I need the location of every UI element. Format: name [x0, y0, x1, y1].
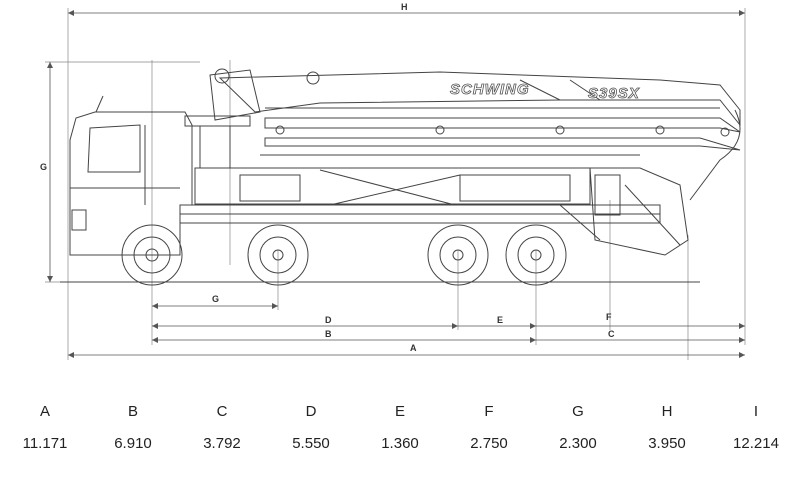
dimension-value: 2.300 [559, 435, 597, 452]
dimension-value: 5.550 [292, 435, 330, 452]
brand-text: SCHWING [450, 81, 530, 98]
reference-lines [45, 8, 746, 360]
dimension-value: 6.910 [114, 435, 152, 452]
dimension-value: 3.792 [203, 435, 241, 452]
dimension-value: 11.171 [22, 435, 68, 452]
dimension-letter: E [394, 403, 405, 420]
dimension-value: 1.360 [381, 435, 419, 452]
dim-label-F: F [606, 312, 612, 322]
dimension-letter: I [753, 403, 759, 420]
cab [69, 95, 193, 256]
dimension-value: 2.750 [470, 435, 508, 452]
wheels [60, 224, 700, 286]
dim-label-G-vertical: G [40, 162, 47, 172]
dimension-letter: H [661, 403, 673, 420]
dim-label-E: E [497, 315, 503, 325]
dimension-table: A 11.171 B 6.910 C 3.792 D 5.550 E 1.360 F 2.750 G 2.… [0, 395, 800, 465]
dim-label-B: B [325, 329, 332, 339]
model-text: S39SX [588, 85, 640, 102]
dim-label-G-horizontal: G [212, 294, 219, 304]
rear-wheel-3 [427, 224, 489, 286]
dim-label-C: C [608, 329, 615, 339]
dimension-letter: F [484, 403, 494, 420]
dimension-letter: G [572, 403, 584, 420]
chassis [179, 167, 661, 224]
boom [214, 68, 741, 201]
dimension-letter: D [305, 403, 317, 420]
dimension-letter: A [39, 403, 50, 420]
rear-wheel-4 [505, 224, 567, 286]
dimension-letter: C [216, 403, 228, 420]
dimension-value: 3.950 [648, 435, 686, 452]
front-wheel [121, 224, 183, 286]
dim-label-D: D [325, 315, 332, 325]
dimension-letter: B [127, 403, 138, 420]
dimension-value: 12.214 [733, 435, 779, 452]
turret [184, 69, 261, 169]
dimension-arrows [47, 10, 745, 358]
pump-hopper [559, 167, 689, 256]
rear-wheel-2 [247, 224, 309, 286]
dimension-lines [49, 12, 745, 356]
dim-label-H: H [401, 2, 408, 12]
truck-pump-drawing: SCHWING S39SX H G G D E F B C A [40, 2, 746, 360]
dim-label-A: A [410, 343, 417, 353]
